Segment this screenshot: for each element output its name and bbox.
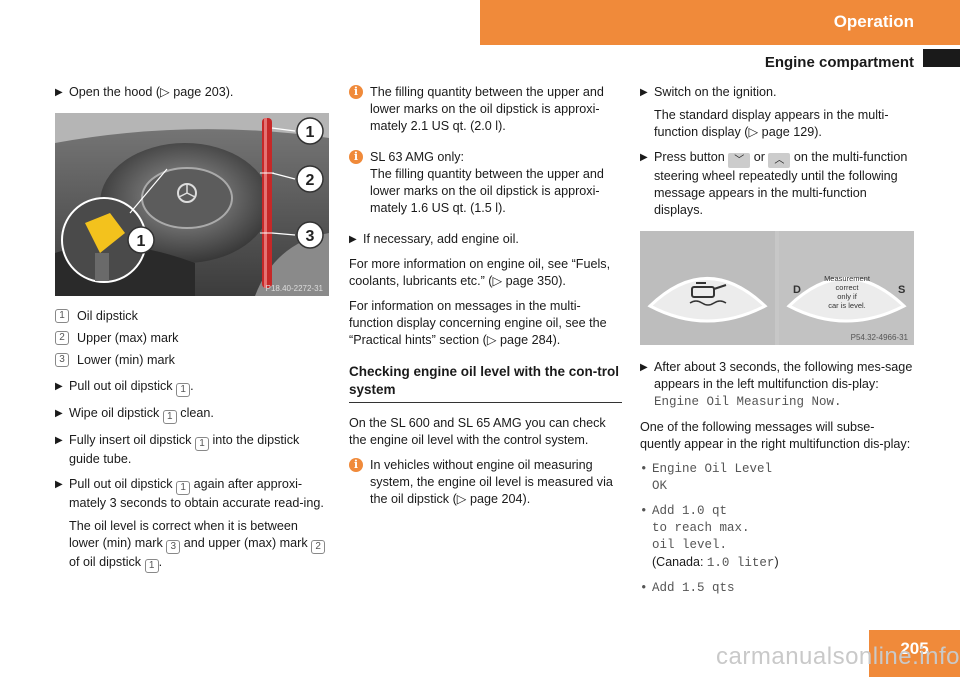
step-after-3-seconds: ▶After about 3 seconds, the following me… <box>640 360 913 409</box>
arrow-right-icon: ▶ <box>55 408 63 419</box>
standard-display-note: The standard display appears in the mult… <box>654 108 889 139</box>
step-pull-dipstick: ▶Pull out oil dipstick 1. <box>55 379 194 397</box>
engine-photo: 1 2 3 1 P18.40-2272-31 <box>55 113 329 296</box>
arrow-right-icon: ▶ <box>55 435 63 446</box>
column-3: ▶Switch on the ignition. The standard di… <box>640 84 915 605</box>
svg-text:1: 1 <box>137 233 146 250</box>
engine-illustration: 1 2 3 1 P18.40-2272-31 <box>55 113 329 296</box>
step-add-oil: ▶If necessary, add engine oil. <box>349 232 519 246</box>
arrow-right-icon: ▶ <box>640 87 648 98</box>
info-icon: i <box>349 85 363 99</box>
step-press-button: ▶Press button ﹀ or ︿ on the multi-functi… <box>640 150 908 217</box>
section-title: Operation <box>833 12 914 31</box>
callout-1-top: 1 <box>296 117 324 145</box>
svg-text:1: 1 <box>306 124 315 141</box>
display-message-line: car is level. <box>828 301 866 310</box>
callout-1-inset: 1 <box>127 226 155 254</box>
mode-indicator-s: S <box>898 284 905 296</box>
watermark: carmanualsonline.info <box>716 643 960 670</box>
chevron-up-icon: ﹀ <box>728 153 751 168</box>
header-bar <box>480 0 960 45</box>
step-wipe-dipstick: ▶Wipe oil dipstick 1 clean. <box>55 406 214 424</box>
control-system-text: On the SL 600 and SL 65 AMG you can chec… <box>349 416 606 447</box>
step-open-hood: ▶Open the hood (▷ page 203). <box>55 85 234 99</box>
arrow-right-icon: ▶ <box>55 381 63 392</box>
display-message-line: correct <box>836 283 860 292</box>
chevron-down-icon: ︿ <box>768 153 791 168</box>
page-number: 205 <box>900 639 929 658</box>
arrow-right-icon: ▶ <box>349 234 357 245</box>
svg-text:3: 3 <box>306 228 315 245</box>
more-info-text: For more information on engine oil, see … <box>349 257 611 288</box>
oil-can-icon <box>689 282 727 306</box>
display-message-line: only if <box>837 292 858 301</box>
message-add-1-5qts: •Add 1.5 qts <box>640 581 735 595</box>
multifunction-display-image: D S Measurement correct only if car is l… <box>640 231 914 345</box>
callout-2: 2 <box>296 165 324 193</box>
messages-info-text: For information on messages in the multi… <box>349 299 607 347</box>
subsequent-messages-text: One of the following messages will subse… <box>640 420 911 451</box>
arrow-right-icon: ▶ <box>640 362 648 373</box>
image-code: P54.32-4966-31 <box>851 333 909 342</box>
gear-indicator-d: D <box>793 284 801 296</box>
arrow-right-icon: ▶ <box>640 152 648 163</box>
subsection-title: Engine compartment <box>764 54 914 71</box>
step-insert-dipstick: ▶Fully insert oil dipstick 1 into the di… <box>55 433 300 466</box>
callout-3: 3 <box>296 221 324 249</box>
info-icon: i <box>349 458 363 472</box>
svg-text:2: 2 <box>306 172 315 189</box>
arrow-right-icon: ▶ <box>55 479 63 490</box>
column-1: ▶Open the hood (▷ page 203). <box>55 84 329 573</box>
oil-level-note: The oil level is correct when it is betw… <box>55 518 329 573</box>
step-ignition: ▶Switch on the ignition. <box>640 85 777 99</box>
header-marker <box>923 49 960 67</box>
photo-code: P18.40-2272-31 <box>266 284 324 293</box>
info-icon: i <box>349 150 363 164</box>
display-message-line: Measurement <box>824 274 871 283</box>
arrow-right-icon: ▶ <box>55 87 63 98</box>
page-number-box <box>869 630 960 677</box>
step-pull-again: ▶Pull out oil dipstick 1 again after app… <box>55 477 324 510</box>
section-heading: Checking engine oil level with the con-t… <box>349 363 622 403</box>
